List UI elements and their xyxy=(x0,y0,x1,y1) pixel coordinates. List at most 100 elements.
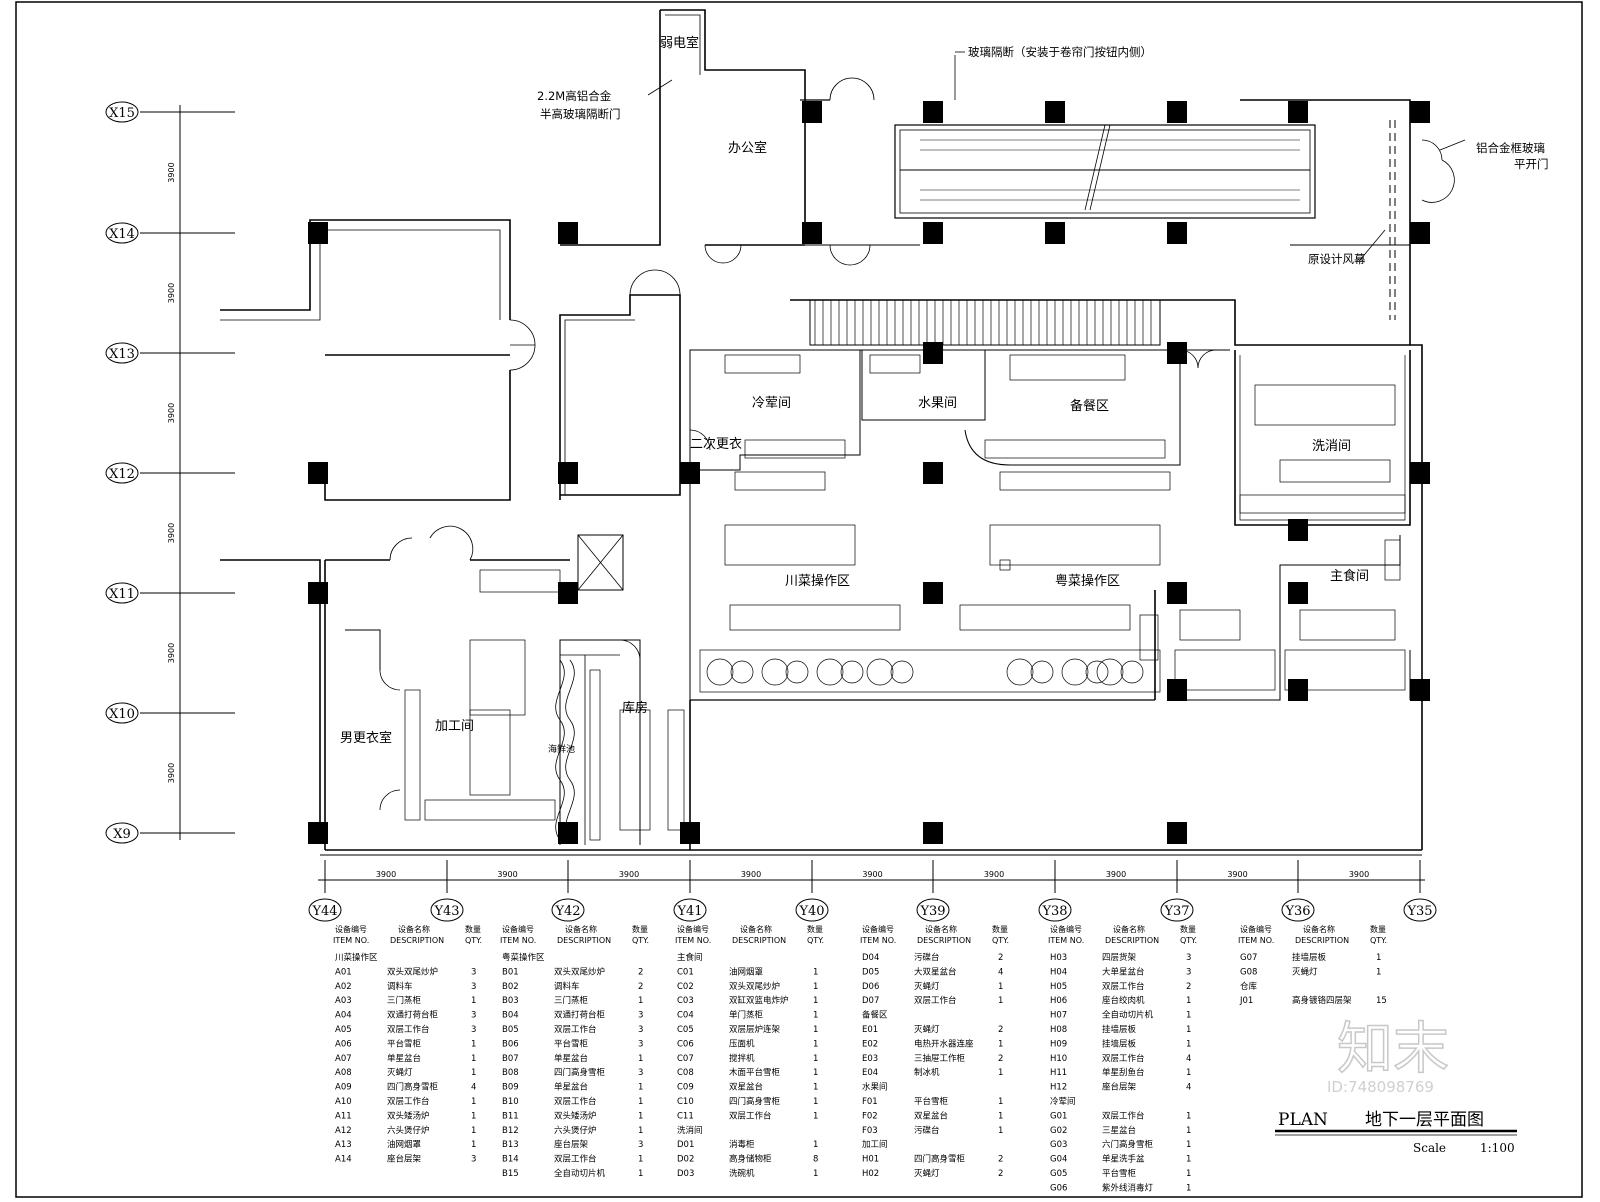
watermark-id: ID:748098769 xyxy=(1327,1078,1434,1096)
column xyxy=(1045,222,1065,244)
table-item-code: H12 xyxy=(1050,1083,1067,1093)
table-item-name: 木面平台雪柜 xyxy=(729,1067,781,1078)
hob-burner xyxy=(785,660,809,684)
table-item-qty: 3 xyxy=(471,967,476,977)
table-item-code: C07 xyxy=(677,1054,694,1064)
room-storeroom: 库房 xyxy=(622,700,648,716)
table-item-name: 挂墙层板 xyxy=(1102,1038,1137,1049)
room-sichuan: 川菜操作区 xyxy=(785,573,850,589)
table-item-qty: 1 xyxy=(471,1054,476,1064)
x-dim-value: 3900 xyxy=(167,403,176,423)
hob-burner xyxy=(1061,658,1089,686)
table-item-code: H10 xyxy=(1050,1054,1067,1064)
table-header-qty: 数量 xyxy=(1180,924,1196,934)
y-axis-bubble xyxy=(1281,898,1315,922)
table-header-item: 设备编号 xyxy=(335,924,367,934)
table-item-qty: 1 xyxy=(1186,1068,1191,1078)
x-dim-value: 3900 xyxy=(167,643,176,663)
table-item-code: A12 xyxy=(335,1126,352,1136)
column xyxy=(923,101,943,123)
note-glass-partition: 玻璃隔断（安装于卷帘门按钮内侧） xyxy=(968,45,1152,59)
table-item-qty: 1 xyxy=(1186,1025,1191,1035)
table-item-qty: 1 xyxy=(638,1126,643,1136)
table-item-qty: 2 xyxy=(998,1155,1003,1165)
table-header-item: 设备编号 xyxy=(1240,924,1272,934)
hob-burner xyxy=(1096,658,1124,686)
watermark: 知末 ID:748098769 xyxy=(1327,1016,1450,1096)
hob-burner xyxy=(1085,660,1109,684)
hob-burner xyxy=(1120,660,1144,684)
table-item-qty: 3 xyxy=(471,1025,476,1035)
table-item-qty: 1 xyxy=(813,1054,818,1064)
column xyxy=(1410,679,1430,701)
table-item-qty: 1 xyxy=(471,1140,476,1150)
table-item-qty: 2 xyxy=(1186,982,1191,992)
table-item-code: B14 xyxy=(502,1155,519,1165)
room-male-locker: 男更衣室 xyxy=(340,730,392,746)
note-air-curtain: 原设计风幕 xyxy=(1308,252,1366,266)
table-item-name: 双层工作台 xyxy=(554,1154,597,1165)
table-item-name: 座台层架 xyxy=(1102,1082,1137,1093)
table-header-item-en: ITEM NO. xyxy=(1238,936,1274,945)
table-section-title: 冷荤间 xyxy=(1050,1096,1076,1107)
table-item-name: 洗碗机 xyxy=(729,1168,755,1179)
table-item-code: E04 xyxy=(862,1068,878,1078)
table-item-qty: 1 xyxy=(813,996,818,1006)
table-item-name: 调料车 xyxy=(387,981,413,992)
y-axis-bubble xyxy=(1403,898,1437,922)
table-item-name: 双缸双篮电炸炉 xyxy=(729,995,789,1006)
table-section-title: 川菜操作区 xyxy=(335,952,378,963)
column xyxy=(802,222,822,244)
table-item-name: 单星刮鱼台 xyxy=(1102,1067,1145,1078)
column xyxy=(1288,582,1308,604)
x-axis-bubble xyxy=(105,342,139,364)
table-item-code: C02 xyxy=(677,982,694,992)
column xyxy=(308,222,328,244)
column xyxy=(308,582,328,604)
table-item-qty: 1 xyxy=(998,1111,1003,1121)
table-header-desc: 设备名称 xyxy=(925,924,957,934)
table-item-qty: 1 xyxy=(638,1111,643,1121)
table-item-name: 三门蒸柜 xyxy=(554,995,589,1006)
table-item-name: 挂墙层板 xyxy=(1102,1024,1137,1035)
table-header-desc: 设备名称 xyxy=(1303,924,1335,934)
column xyxy=(1167,222,1187,244)
table-header-qty: 数量 xyxy=(807,924,823,934)
table-header-qty-en: QTY. xyxy=(1370,936,1387,945)
room-office: 办公室 xyxy=(728,140,767,156)
table-item-code: D01 xyxy=(677,1140,694,1150)
table-item-qty: 1 xyxy=(998,982,1003,992)
table-item-code: H04 xyxy=(1050,967,1067,977)
table-item-name: 双层工作台 xyxy=(729,1110,772,1121)
table-item-code: D06 xyxy=(862,982,879,992)
table-section-title: 粤菜操作区 xyxy=(502,952,545,963)
table-item-code: D05 xyxy=(862,967,879,977)
sheet-border xyxy=(15,1,1583,1198)
table-item-qty: 1 xyxy=(998,1068,1003,1078)
table-header-desc: 设备名称 xyxy=(740,924,772,934)
table-header-qty-en: QTY. xyxy=(465,936,482,945)
table-item-name: 三星盆台 xyxy=(1102,1125,1136,1136)
table-item-name: 双头双尾炒炉 xyxy=(729,981,780,992)
note-door-line1: 2.2M高铝合金 xyxy=(537,89,612,103)
column xyxy=(1167,342,1187,364)
table-item-name: 灭蝇灯 xyxy=(914,981,940,992)
hobs xyxy=(706,658,1144,686)
table-header-desc-en: DESCRIPTION xyxy=(557,936,611,945)
y-dim-value: 3900 xyxy=(1349,870,1369,879)
table-item-name: 紫外线消毒灯 xyxy=(1102,1182,1154,1193)
table-item-qty: 1 xyxy=(1186,1169,1191,1179)
walls xyxy=(220,9,1466,856)
table-item-qty: 1 xyxy=(1376,953,1381,963)
hob-burner xyxy=(866,658,894,686)
note-door-line2: 半高玻璃隔断门 xyxy=(540,107,621,121)
room-prep: 备餐区 xyxy=(1070,398,1109,414)
table-item-qty: 1 xyxy=(1186,1111,1191,1121)
table-item-code: B13 xyxy=(502,1140,519,1150)
x-axis-label: X13 xyxy=(109,347,135,362)
x-axis-bubble xyxy=(105,822,139,844)
table-item-code: B06 xyxy=(502,1039,519,1049)
y-axis-label: Y38 xyxy=(1041,904,1067,919)
table-item-code: G07 xyxy=(1240,953,1257,963)
table-header-desc: 设备名称 xyxy=(565,924,597,934)
